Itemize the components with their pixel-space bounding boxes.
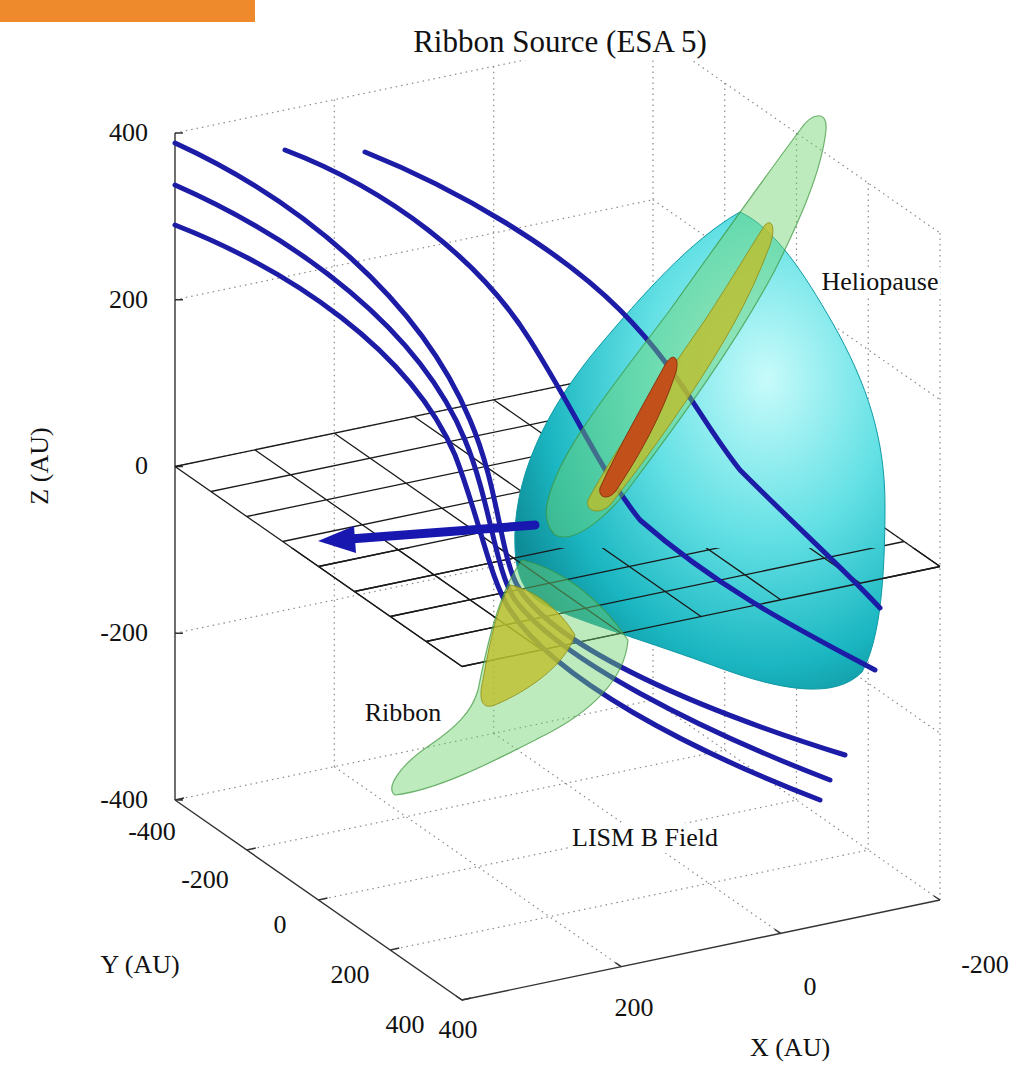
tick-mark (175, 133, 940, 1000)
flow-arrow (350, 525, 535, 539)
tick-label: -400 (126, 817, 178, 847)
flow-arrowhead (318, 526, 356, 553)
tick-label: 400 (107, 118, 150, 148)
tick-label: 200 (613, 993, 656, 1023)
axis-title: X (AU) (748, 1033, 832, 1063)
ribbon-peak (600, 357, 677, 497)
ribbon-core (588, 223, 773, 511)
tick-label: -200 (98, 618, 150, 648)
tick-label: 0 (802, 972, 819, 1002)
tick-label: 0 (133, 451, 150, 481)
tick-label: 200 (329, 960, 372, 990)
axis-title: Z (AU) (25, 425, 55, 506)
ribbon-core (481, 585, 575, 706)
tick-label: -200 (959, 950, 1011, 980)
floor-grid (175, 700, 940, 967)
tick-label: -400 (98, 785, 150, 815)
chart-title: Ribbon Source (ESA 5) (411, 24, 709, 60)
tick-label: 0 (272, 910, 289, 940)
annotation-label: LISM B Field (570, 823, 720, 853)
axis-line (175, 133, 940, 1000)
header-bar (0, 0, 255, 22)
tick-label: 400 (437, 1015, 480, 1045)
axis-title: Y (AU) (98, 950, 181, 980)
tick-label: 200 (107, 285, 150, 315)
wall-grid (175, 33, 940, 900)
ribbon-region (546, 116, 826, 537)
tick-label: -200 (179, 865, 231, 895)
tick-label: 400 (384, 1010, 427, 1040)
annotation-label: Ribbon (363, 698, 444, 728)
ribbon-region (392, 560, 628, 795)
annotation-label: Heliopause (820, 267, 941, 297)
